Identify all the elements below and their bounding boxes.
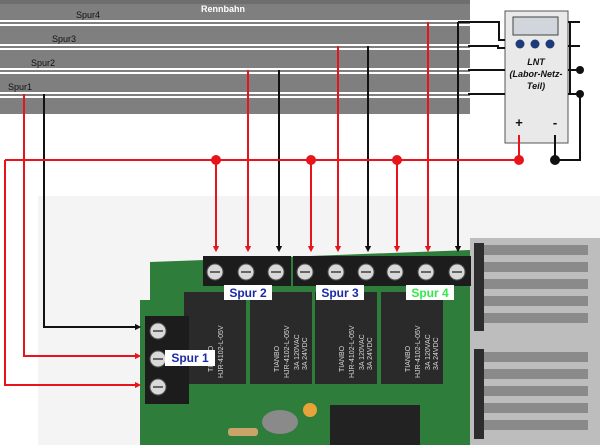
badge-spur1-bg (165, 350, 215, 366)
lane-label-spur4: Spur4 (76, 10, 100, 20)
relay3-brand: TIANBO (339, 345, 346, 372)
terminal-badges: Spur 1 Spur 2 Spur 3 Spur 4 (165, 285, 454, 366)
badge-spur4-bg (406, 285, 454, 300)
racetrack: Rennbahn Spur4 Spur3 Spur2 Spur1 (0, 0, 470, 114)
badge-spur2-bg (224, 285, 272, 300)
psu-label-3: Teil) (527, 81, 545, 91)
relay4-rating2: 3A 24VDC (433, 337, 440, 370)
badge-spur4: Spur 4 (411, 286, 449, 300)
relay2-model: HJR-4102-L-05V (284, 325, 291, 378)
track-title: Rennbahn (201, 4, 245, 14)
lane-label-spur3: Spur3 (52, 34, 76, 44)
psu-minus-label: - (553, 115, 557, 130)
junction-black-psu (550, 155, 560, 165)
badge-spur3: Spur 3 (321, 286, 359, 300)
power-supply: LNT (Labor-Netz- Teil) + - (504, 10, 569, 144)
relay2-rating2: 3A 24VDC (302, 337, 309, 370)
psu-label-2: (Labor-Netz- (510, 69, 563, 79)
red-wires (4, 22, 520, 389)
junction-black-3 (576, 90, 584, 98)
relay4-brand: TIANBO (405, 345, 412, 372)
badge-spur1: Spur 1 (171, 351, 209, 365)
lane-label-spur2: Spur2 (31, 58, 55, 68)
junction-red-3 (392, 155, 402, 165)
junction-dots (211, 66, 584, 165)
lane-label-spur1: Spur1 (8, 82, 32, 92)
relay2-brand: TIANBO (274, 345, 281, 372)
junction-red-1 (211, 155, 221, 165)
junction-black-2 (576, 66, 584, 74)
junction-red-2 (306, 155, 316, 165)
relay1-model: HJR-4102-L-05V (218, 325, 225, 378)
psu-label-1: LNT (527, 57, 546, 67)
relay2-rating1: 3A 120VAC (294, 334, 301, 370)
junction-red-psu (514, 155, 524, 165)
relay3-model: HJR-4102-L-05V (349, 325, 356, 378)
relay3-rating1: 3A 120VAC (359, 334, 366, 370)
pcb-photo (38, 196, 600, 445)
psu-plus-label: + (515, 115, 523, 130)
relay4-rating1: 3A 120VAC (425, 334, 432, 370)
relay3-rating2: 3A 24VDC (367, 337, 374, 370)
badge-spur3-bg (316, 285, 364, 300)
relay4-model: HJR-4102-L-05V (415, 325, 422, 378)
badge-spur2: Spur 2 (229, 286, 267, 300)
